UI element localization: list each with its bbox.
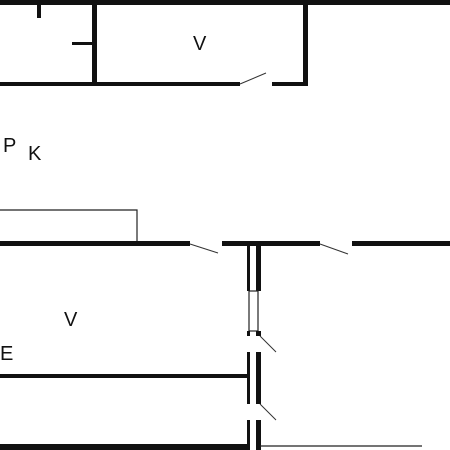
wall-lower-left bbox=[0, 374, 250, 378]
wall-top-rooms-bottom-right bbox=[272, 82, 308, 86]
wall-middle-left bbox=[0, 241, 190, 246]
kitchen-counter bbox=[0, 209, 138, 243]
wall-vertical-right-segment-3 bbox=[256, 352, 261, 404]
wall-vertical-right-segment-1 bbox=[256, 243, 261, 291]
window-vertical bbox=[248, 290, 259, 332]
wall-bottom bbox=[0, 444, 250, 450]
wall-middle-right bbox=[352, 241, 450, 246]
wall-stub-left-closet bbox=[72, 42, 94, 45]
wall-vertical-left-segment-1 bbox=[247, 243, 250, 291]
room-label-hall: P bbox=[3, 135, 16, 157]
wall-vertical-right-segment-4 bbox=[256, 420, 261, 450]
wall-vertical-left-segment-2 bbox=[247, 331, 250, 336]
room-label-top-storage: V bbox=[193, 33, 207, 55]
wall-vertical-right-segment-2 bbox=[256, 331, 261, 336]
door-swing-top-storage bbox=[239, 72, 267, 85]
wall-top bbox=[0, 0, 450, 5]
wall-top-storage-left bbox=[92, 0, 97, 86]
wall-stub-top-left bbox=[37, 5, 41, 18]
wall-vertical-left-segment-4 bbox=[247, 420, 250, 450]
wall-top-rooms-bottom-left bbox=[0, 82, 240, 86]
room-label-entry: E bbox=[0, 343, 13, 365]
room-label-kitchen: K bbox=[28, 143, 42, 165]
door-swing-lower-storage bbox=[189, 243, 219, 254]
door-swing-right-room bbox=[319, 243, 349, 255]
wall-middle-center bbox=[222, 241, 320, 246]
door-swing-vertical-upper bbox=[259, 335, 277, 353]
wall-top-storage-right bbox=[303, 0, 308, 86]
room-label-lower-storage: V bbox=[64, 309, 78, 331]
door-swing-vertical-lower bbox=[259, 403, 277, 421]
